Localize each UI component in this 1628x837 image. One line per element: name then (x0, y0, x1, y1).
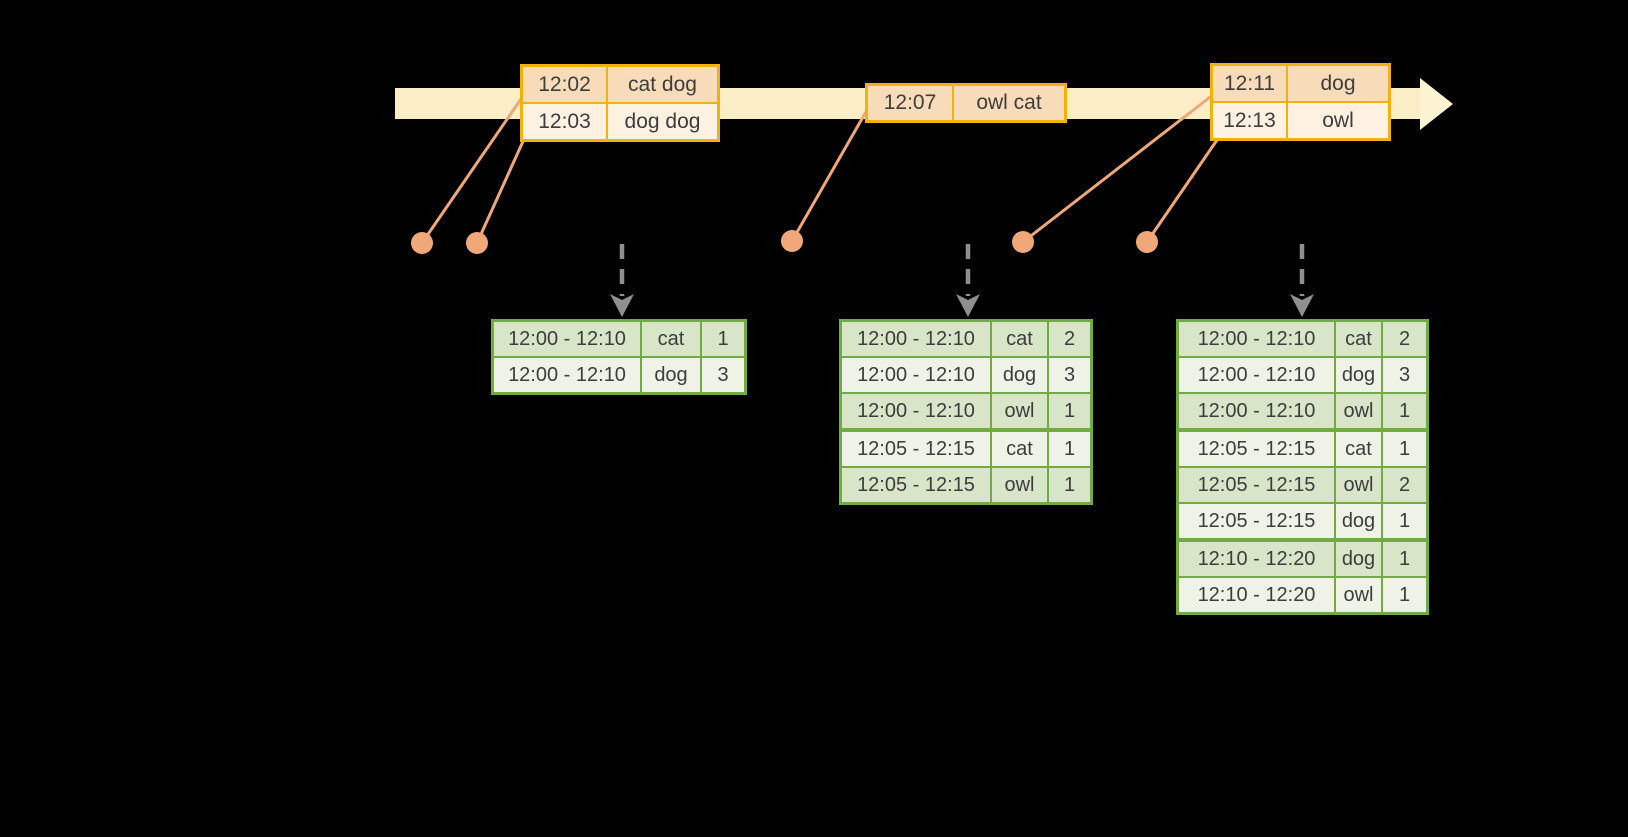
count-cell: 3 (1381, 358, 1426, 392)
event-marker-lines (420, 92, 1219, 244)
window-cell: 12:10 - 12:20 (1179, 578, 1334, 612)
event-row: 12:11 dog (1213, 66, 1388, 101)
event-words-cell: owl cat (952, 86, 1064, 120)
marker-line-1211 (1022, 92, 1215, 244)
result-row: 12:05 - 12:15 owl 2 (1179, 466, 1426, 502)
window-cell: 12:05 - 12:15 (1179, 468, 1334, 502)
word-cell: owl (990, 394, 1047, 428)
event-table-2: 12:07 owl cat (865, 83, 1067, 123)
result-row: 12:10 - 12:20 dog 1 (1179, 538, 1426, 576)
count-cell: 1 (1047, 432, 1090, 466)
word-cell: dog (640, 358, 700, 392)
window-cell: 12:00 - 12:10 (494, 322, 640, 356)
count-cell: 2 (1047, 322, 1090, 356)
window-cell: 12:00 - 12:10 (1179, 358, 1334, 392)
result-row: 12:00 - 12:10 dog 3 (842, 356, 1090, 392)
arrowhead-icon (1290, 294, 1314, 317)
word-cell: owl (1334, 578, 1381, 612)
event-words-cell: dog dog (606, 104, 717, 139)
window-cell: 12:00 - 12:10 (842, 322, 990, 356)
event-row: 12:07 owl cat (868, 86, 1064, 120)
window-cell: 12:00 - 12:10 (1179, 322, 1334, 356)
marker-line-1202 (420, 95, 525, 244)
word-cell: cat (640, 322, 700, 356)
result-table-2: 12:00 - 12:10 cat 2 12:00 - 12:10 dog 3 … (839, 319, 1093, 505)
count-cell: 1 (1381, 542, 1426, 576)
word-cell: cat (990, 432, 1047, 466)
event-time-cell: 12:13 (1223, 108, 1276, 132)
result-row: 12:10 - 12:20 owl 1 (1179, 576, 1426, 612)
trigger-arrows (610, 244, 1314, 317)
result-table-3: 12:00 - 12:10 cat 2 12:00 - 12:10 dog 3 … (1176, 319, 1429, 615)
result-row: 12:00 - 12:10 cat 2 (842, 322, 1090, 356)
timeline-arrowhead-icon (1420, 78, 1453, 130)
result-row: 12:00 - 12:10 cat 1 (494, 322, 744, 356)
result-row: 12:00 - 12:10 cat 2 (1179, 322, 1426, 356)
word-cell: dog (1334, 358, 1381, 392)
event-marker-dots (411, 230, 1158, 254)
event-words-cell: owl (1286, 103, 1388, 138)
word-cell: owl (990, 468, 1047, 502)
result-row: 12:00 - 12:10 dog 3 (1179, 356, 1426, 392)
window-cell: 12:00 - 12:10 (494, 358, 640, 392)
event-time-cell: 12:02 (538, 72, 591, 96)
event-row: 12:13 owl (1213, 101, 1388, 138)
result-row: 12:05 - 12:15 cat 1 (1179, 428, 1426, 466)
count-cell: 3 (700, 358, 744, 392)
count-cell: 1 (700, 322, 744, 356)
window-cell: 12:05 - 12:15 (1179, 504, 1334, 538)
marker-line-1207 (790, 109, 869, 242)
event-words-cell: dog (1286, 66, 1388, 101)
result-row: 12:00 - 12:10 dog 3 (494, 356, 744, 392)
result-row: 12:05 - 12:15 dog 1 (1179, 502, 1426, 538)
count-cell: 1 (1047, 394, 1090, 428)
event-time-cell: 12:11 (1224, 71, 1275, 95)
window-cell: 12:00 - 12:10 (842, 394, 990, 428)
count-cell: 1 (1381, 578, 1426, 612)
marker-line-1213 (1145, 139, 1219, 243)
event-table-3: 12:11 dog 12:13 owl (1210, 63, 1391, 141)
word-cell: dog (1334, 542, 1381, 576)
arrowhead-icon (956, 294, 980, 317)
count-cell: 1 (1047, 468, 1090, 502)
count-cell: 3 (1047, 358, 1090, 392)
event-time-cell: 12:03 (538, 109, 591, 133)
word-cell: cat (1334, 432, 1381, 466)
count-cell: 1 (1381, 394, 1426, 428)
count-cell: 2 (1381, 322, 1426, 356)
arrowhead-icon (610, 294, 634, 317)
dot-icon (466, 232, 488, 254)
word-cell: cat (990, 322, 1047, 356)
event-table-1: 12:02 cat dog 12:03 dog dog (520, 64, 720, 142)
count-cell: 1 (1381, 432, 1426, 466)
dot-icon (411, 232, 433, 254)
window-cell: 12:10 - 12:20 (1179, 542, 1334, 576)
result-row: 12:05 - 12:15 cat 1 (842, 428, 1090, 466)
window-cell: 12:00 - 12:10 (842, 358, 990, 392)
result-table-1: 12:00 - 12:10 cat 1 12:00 - 12:10 dog 3 (491, 319, 747, 395)
window-cell: 12:05 - 12:15 (1179, 432, 1334, 466)
word-cell: dog (1334, 504, 1381, 538)
window-cell: 12:05 - 12:15 (842, 468, 990, 502)
count-cell: 2 (1381, 468, 1426, 502)
word-cell: cat (1334, 322, 1381, 356)
result-row: 12:05 - 12:15 owl 1 (842, 466, 1090, 502)
event-words-cell: cat dog (606, 67, 717, 102)
window-cell: 12:00 - 12:10 (1179, 394, 1334, 428)
event-row: 12:02 cat dog (523, 67, 717, 102)
marker-line-1203 (475, 136, 527, 244)
result-row: 12:00 - 12:10 owl 1 (1179, 392, 1426, 428)
word-cell: owl (1334, 394, 1381, 428)
event-time-cell: 12:07 (883, 91, 937, 114)
window-cell: 12:05 - 12:15 (842, 432, 990, 466)
dot-icon (1012, 231, 1034, 253)
word-cell: owl (1334, 468, 1381, 502)
dot-icon (781, 230, 803, 252)
result-row: 12:00 - 12:10 owl 1 (842, 392, 1090, 428)
dot-icon (1136, 231, 1158, 253)
count-cell: 1 (1381, 504, 1426, 538)
event-row: 12:03 dog dog (523, 102, 717, 139)
word-cell: dog (990, 358, 1047, 392)
